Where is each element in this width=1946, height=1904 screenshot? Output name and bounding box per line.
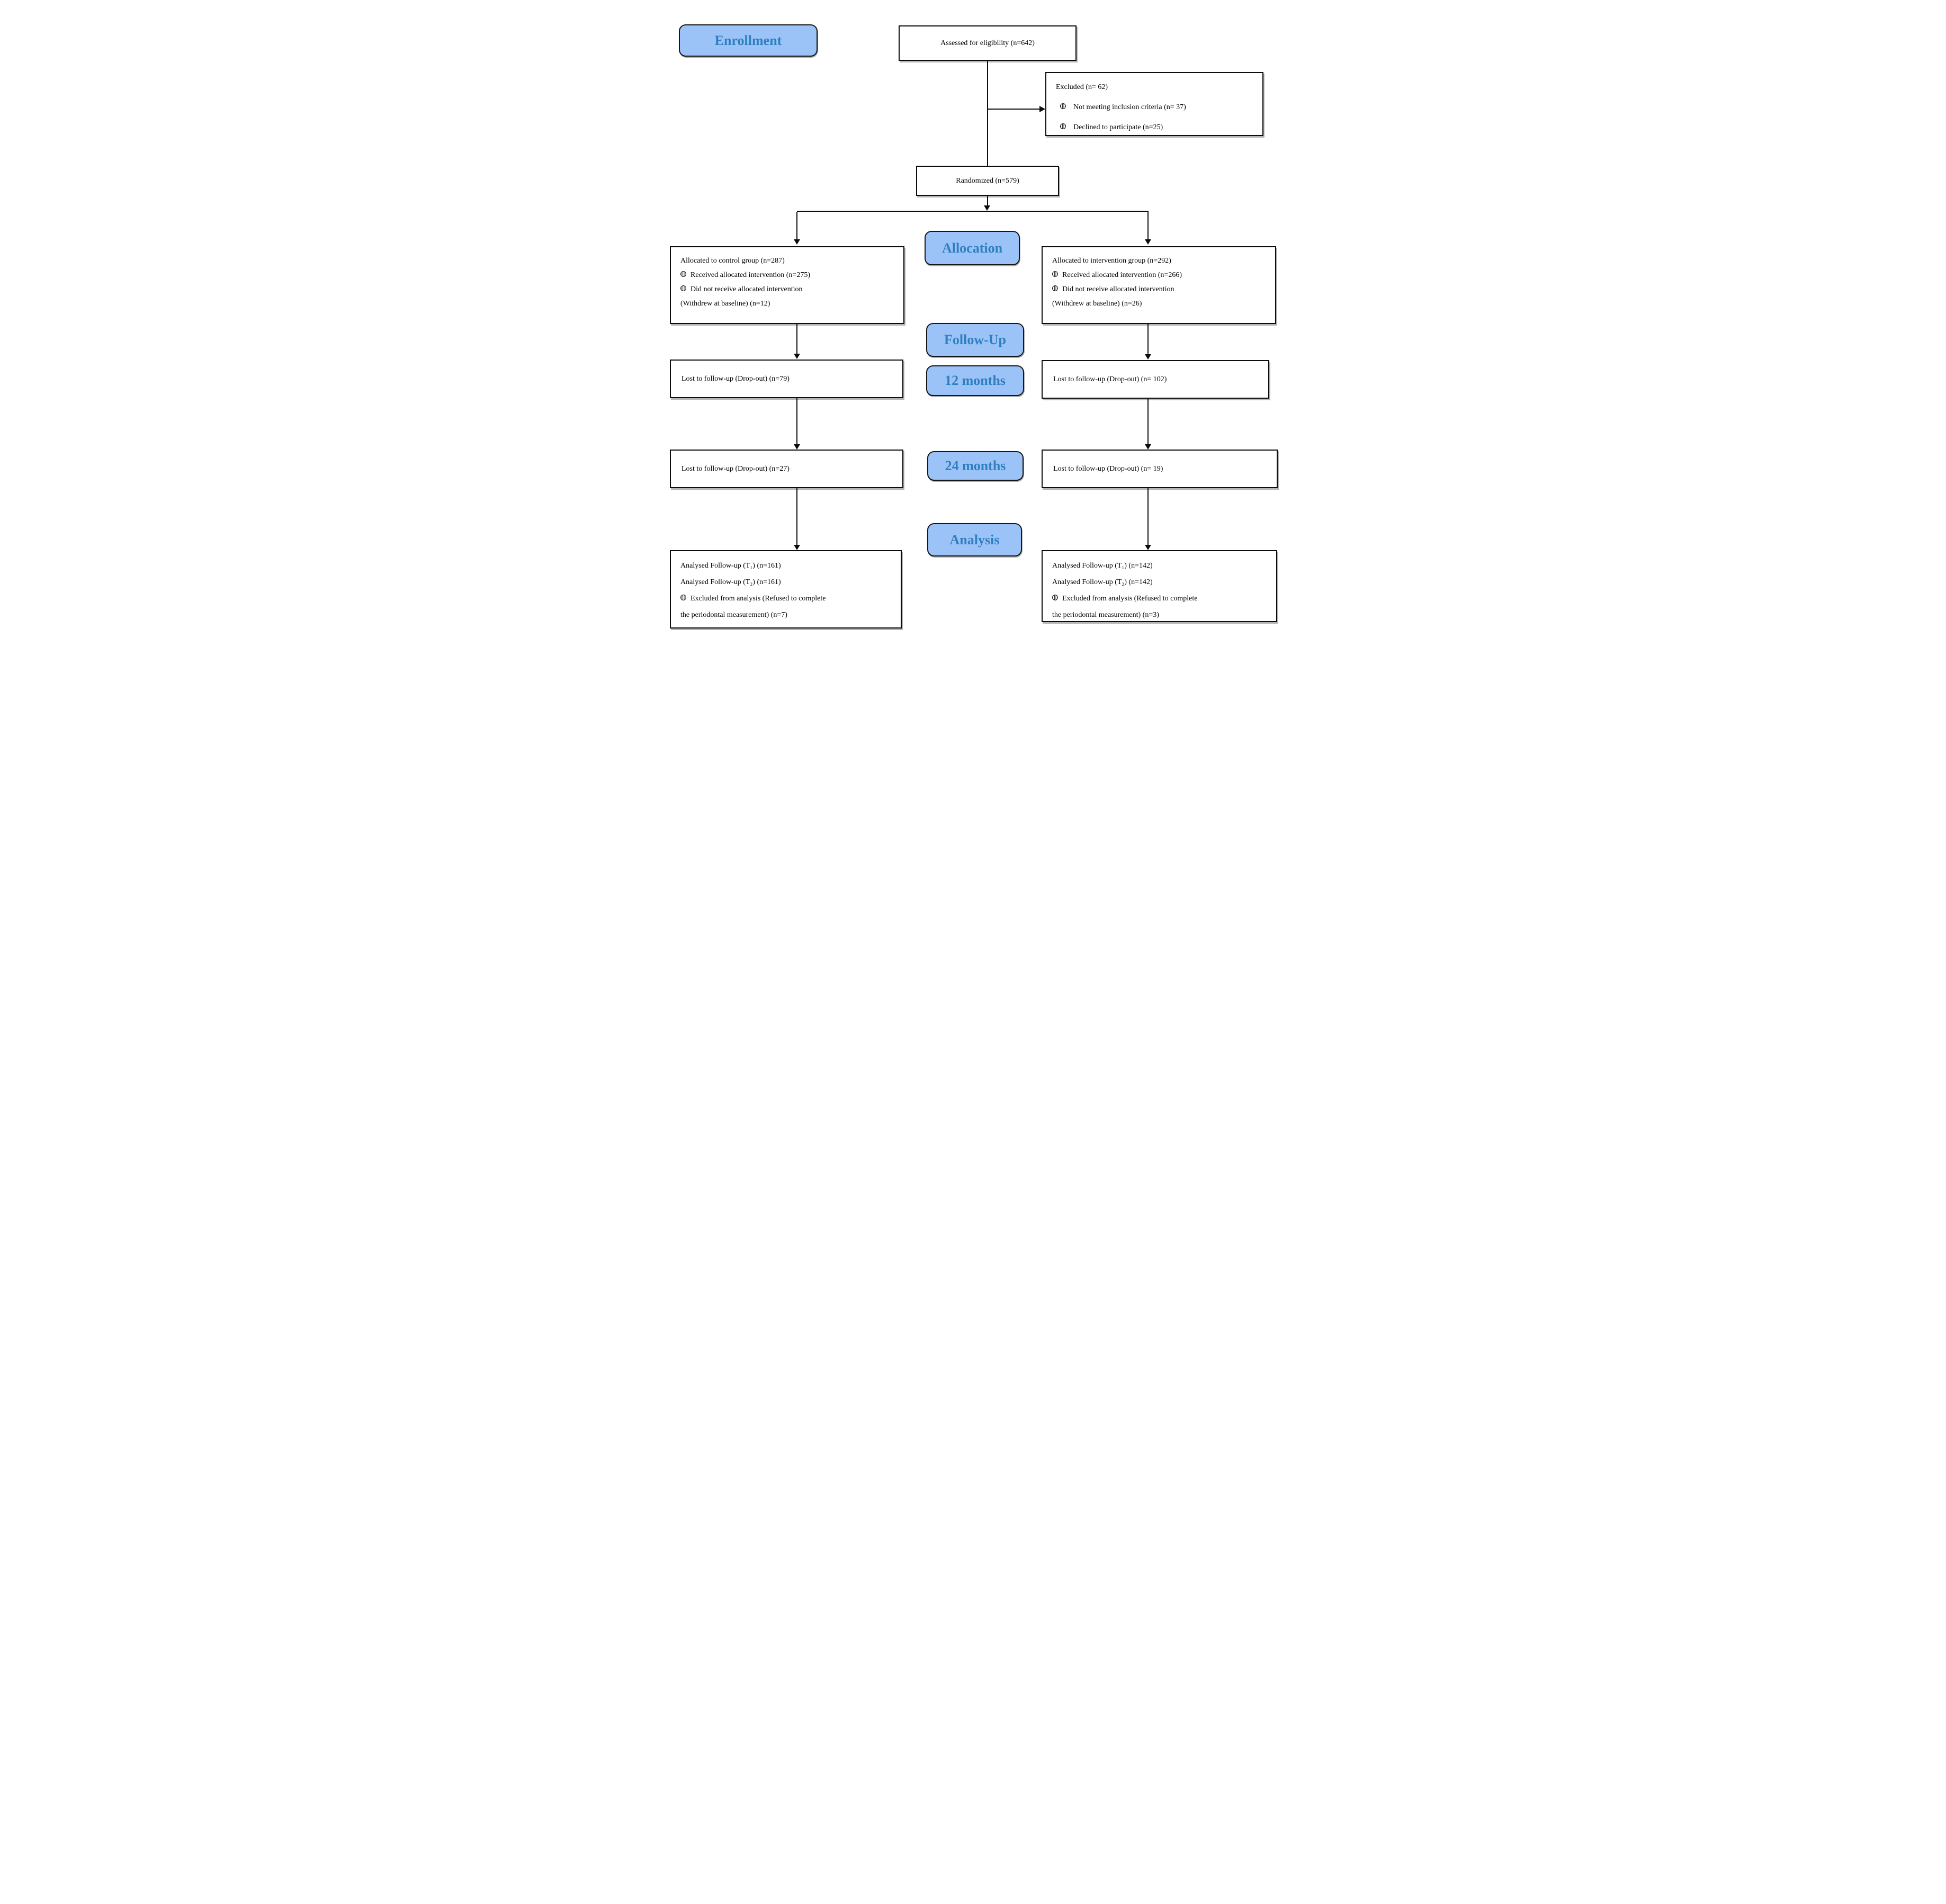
alloc-intervention-title: Allocated to intervention group (n=292) [1052,257,1171,265]
alloc-intervention-continuation: (Withdrew at baseline) (n=26) [1052,300,1142,308]
stage-badge-24-months: 24 months [927,451,1024,481]
randomized-box: Randomized (n=579) [916,166,1059,196]
stage-badge-analysis: Analysis [927,523,1022,556]
alloc-control-continuation: (Withdrew at baseline) (n=12) [680,300,770,308]
randomized-text: Randomized (n=579) [956,176,1019,185]
connector-to-excluded [988,109,1039,110]
connector-assessed-to-randomized [987,61,988,166]
striped-circle-bullet-icon [680,271,686,277]
arrowhead-down-icon [1145,239,1151,245]
excluded-item-text: Not meeting inclusion criteria (n= 37) [1073,103,1186,111]
consort-flow-diagram: Enrollment Allocation Follow-Up 12 month… [649,0,1297,635]
analysis-control-continuation: the periodontal measurement) (n=7) [680,611,787,619]
alloc-control-title: Allocated to control group (n=287) [680,257,785,265]
arrowhead-right-icon [1039,106,1045,112]
connector-split-to-intervention [1147,212,1149,239]
connector-12m-to-24m-control [796,398,797,444]
striped-circle-bullet-icon [1060,123,1066,129]
alloc-control-item: Did not receive allocated intervention [680,282,896,297]
stage-badge-12-months: 12 months [926,365,1024,396]
arrowhead-down-icon [794,239,800,245]
lost-followup-24m-control-text: Lost to follow-up (Drop-out) (n=27) [681,464,790,473]
arrowhead-down-icon [794,545,800,550]
arrowhead-down-icon [1145,545,1151,550]
excluded-box: Excluded (n= 62) Not meeting inclusion c… [1045,72,1263,136]
stage-badge-enrollment: Enrollment [679,24,818,57]
striped-circle-bullet-icon [1052,271,1058,277]
lost-followup-12m-control-box: Lost to follow-up (Drop-out) (n=79) [670,360,903,398]
allocated-intervention-box: Allocated to intervention group (n=292) … [1042,246,1276,324]
allocated-control-box: Allocated to control group (n=287) Recei… [670,246,904,324]
analysis-intervention-excluded-text: Excluded from analysis (Refused to compl… [1062,595,1198,603]
lost-followup-24m-control-box: Lost to follow-up (Drop-out) (n=27) [670,450,903,488]
alloc-control-item: Received allocated intervention (n=275) [680,268,896,282]
analysis-control-line2: Analysed Follow-up (T₂) (n=161) [680,578,781,586]
striped-circle-bullet-icon [1052,285,1058,291]
excluded-item: Not meeting inclusion criteria (n= 37) [1056,97,1255,118]
lost-followup-12m-control-text: Lost to follow-up (Drop-out) (n=79) [681,374,790,383]
connector-24m-to-analysis-control [796,488,797,545]
stage-badge-follow-up: Follow-Up [926,323,1024,357]
assessed-eligibility-box: Assessed for eligibility (n=642) [899,25,1077,61]
assessed-eligibility-text: Assessed for eligibility (n=642) [940,39,1035,47]
excluded-title: Excluded (n= 62) [1056,83,1108,91]
striped-circle-bullet-icon [1052,595,1058,600]
excluded-item: Declined to participate (n=25) [1056,118,1255,138]
alloc-control-item-text: Received allocated intervention (n=275) [690,271,810,279]
alloc-intervention-item: Received allocated intervention (n=266) [1052,268,1268,282]
analysis-intervention-excluded: Excluded from analysis (Refused to compl… [1052,590,1269,607]
connector-12m-to-24m-intervention [1147,399,1149,444]
lost-followup-12m-intervention-box: Lost to follow-up (Drop-out) (n= 102) [1042,360,1269,399]
arrowhead-down-icon [794,444,800,450]
analysis-intervention-box: Analysed Follow-up (T₁) (n=142) Analysed… [1042,550,1277,622]
connector-24m-to-analysis-intervention [1147,488,1149,545]
alloc-intervention-item-text: Received allocated intervention (n=266) [1062,271,1182,279]
striped-circle-bullet-icon [1060,103,1066,109]
split-connector [797,211,1149,212]
arrowhead-down-icon [1145,444,1151,450]
arrowhead-down-icon [1145,354,1151,360]
analysis-control-line1: Analysed Follow-up (T₁) (n=161) [680,562,781,570]
alloc-intervention-item-text: Did not receive allocated intervention [1062,285,1174,293]
alloc-control-item-text: Did not receive allocated intervention [690,285,803,293]
connector-control-to-12m [796,324,797,354]
analysis-control-box: Analysed Follow-up (T₁) (n=161) Analysed… [670,550,902,628]
lost-followup-24m-intervention-box: Lost to follow-up (Drop-out) (n= 19) [1042,450,1278,488]
connector-intervention-to-12m [1147,324,1149,354]
analysis-intervention-continuation: the periodontal measurement) (n=3) [1052,611,1159,619]
analysis-intervention-line2: Analysed Follow-up (T₂) (n=142) [1052,578,1153,586]
lost-followup-12m-intervention-text: Lost to follow-up (Drop-out) (n= 102) [1053,375,1167,383]
stage-badge-allocation: Allocation [925,231,1020,265]
striped-circle-bullet-icon [680,595,686,600]
alloc-intervention-item: Did not receive allocated intervention [1052,282,1268,297]
analysis-control-excluded-text: Excluded from analysis (Refused to compl… [690,595,826,603]
analysis-control-excluded: Excluded from analysis (Refused to compl… [680,590,893,607]
analysis-intervention-line1: Analysed Follow-up (T₁) (n=142) [1052,562,1153,570]
lost-followup-24m-intervention-text: Lost to follow-up (Drop-out) (n= 19) [1053,464,1163,473]
connector-split-to-control [796,212,797,239]
excluded-item-text: Declined to participate (n=25) [1073,123,1163,131]
connector-randomized-to-split [987,196,988,206]
arrowhead-down-icon [794,354,800,359]
arrowhead-down-icon [984,205,990,211]
striped-circle-bullet-icon [680,285,686,291]
